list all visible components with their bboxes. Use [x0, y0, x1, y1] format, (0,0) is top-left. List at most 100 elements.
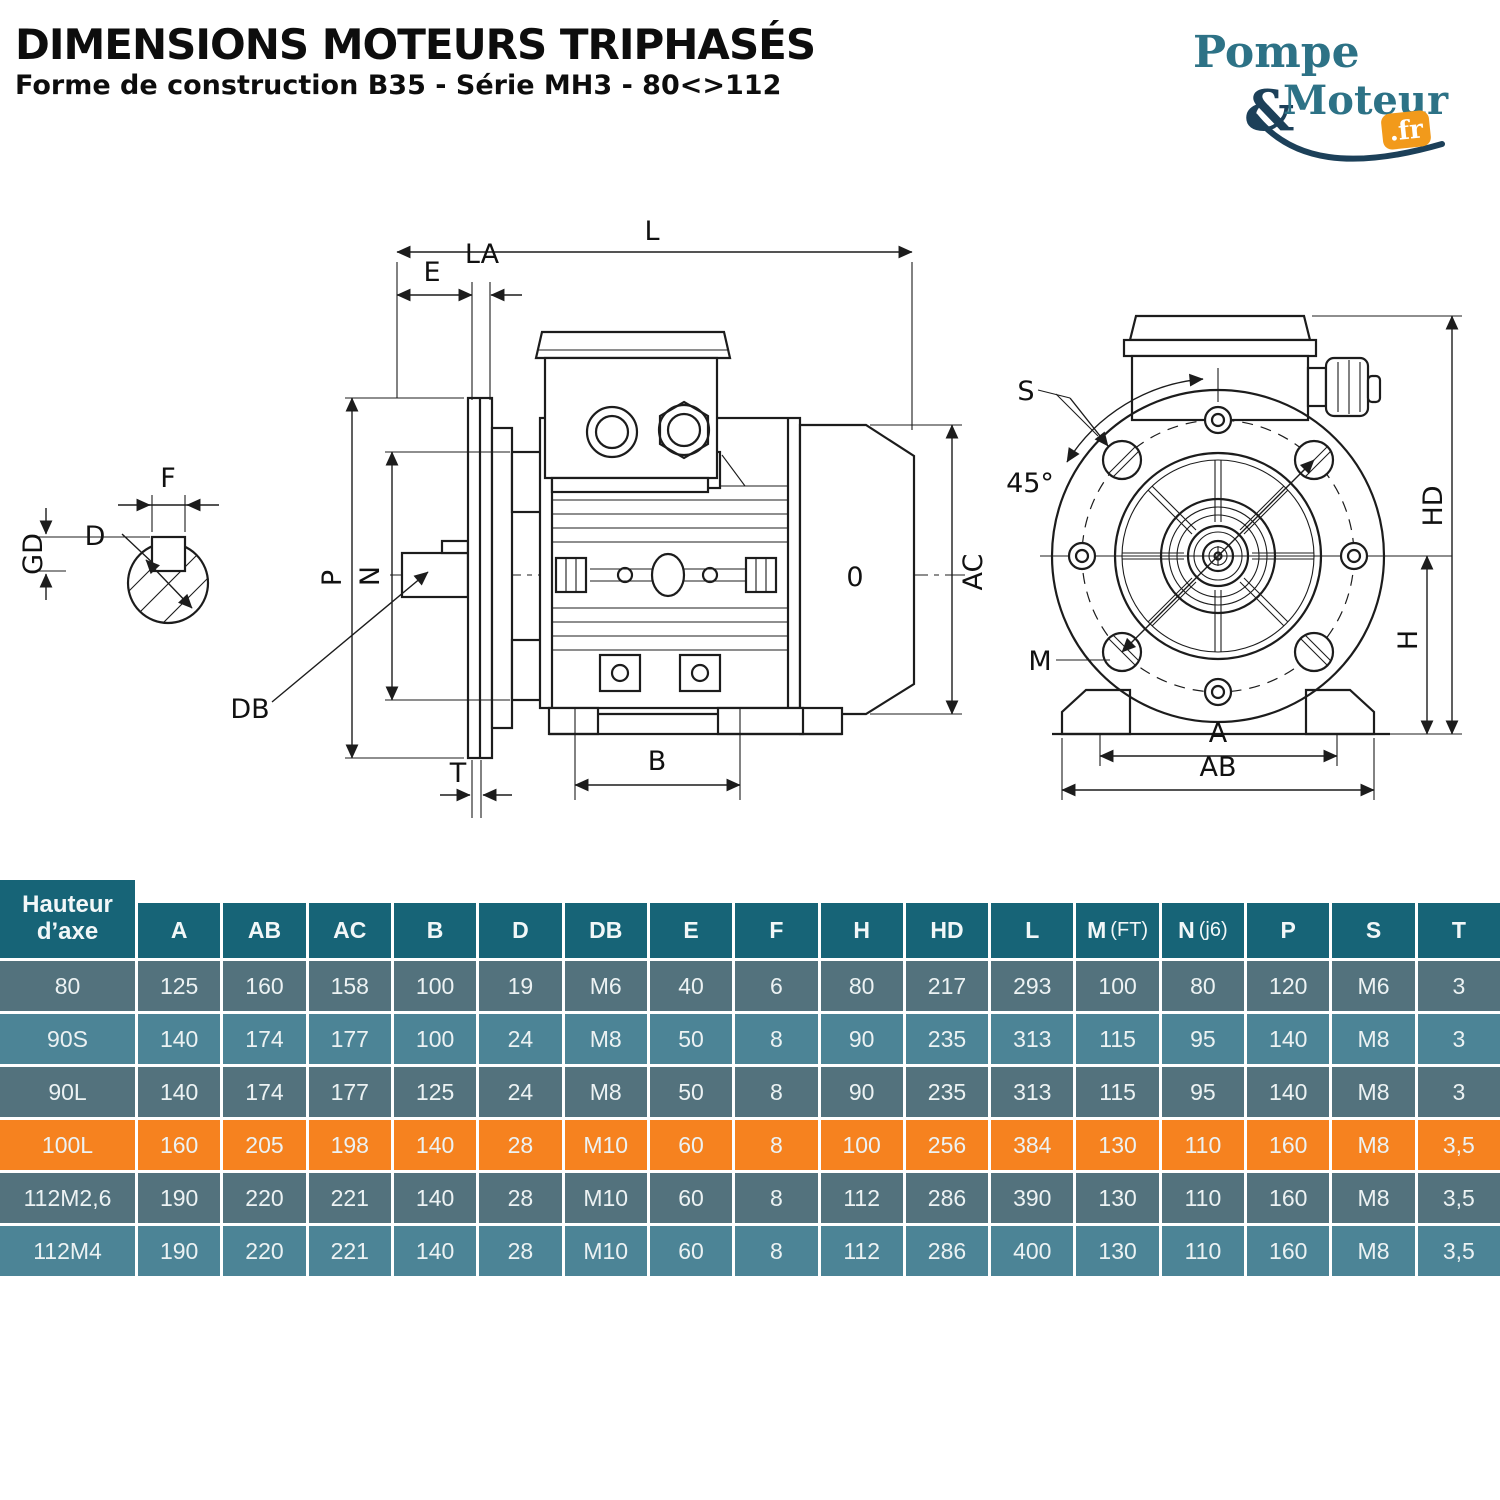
table-cell: 60	[649, 1226, 733, 1276]
feet-side	[547, 706, 842, 736]
table-cell: 60	[649, 1173, 733, 1223]
table-cell: 100	[393, 1014, 477, 1064]
table-cell: 115	[1076, 1014, 1159, 1064]
table-cell: 8	[735, 1067, 818, 1117]
table-cell: 174	[223, 1014, 306, 1064]
table-cell: 140	[1247, 1014, 1330, 1064]
table-cell: 160	[138, 1120, 221, 1170]
table-cell: 220	[223, 1173, 306, 1223]
column-header: HD	[905, 903, 989, 958]
table-cell: 177	[308, 1014, 391, 1064]
table-cell: 50	[649, 1067, 733, 1117]
table-cell: M8	[1332, 1173, 1415, 1223]
column-header: S	[1332, 903, 1415, 958]
table-cell: 140	[393, 1226, 477, 1276]
table-cell: 110	[1161, 1120, 1245, 1170]
table-cell: 3	[1417, 961, 1500, 1011]
table-cell: 130	[1076, 1120, 1159, 1170]
table-cell: 221	[308, 1226, 391, 1276]
logo-ampersand: &	[1244, 78, 1295, 144]
row-header: 112M2,6	[0, 1173, 135, 1223]
table-cell: 95	[1161, 1067, 1245, 1117]
dim-label-m: M	[1028, 646, 1051, 677]
table-cell: 120	[1247, 961, 1330, 1011]
dim-label-angle: 45°	[1006, 468, 1054, 499]
table-cell: 28	[479, 1173, 562, 1223]
table-cell: 40	[649, 961, 733, 1011]
dim-label-s: S	[1017, 376, 1034, 407]
page-subtitle: Forme de construction B35 - Série MH3 - …	[15, 70, 782, 101]
table-cell: 6	[735, 961, 818, 1011]
page-title: DIMENSIONS MOTEURS TRIPHASÉS	[15, 20, 816, 69]
dim-label-db: DB	[230, 694, 269, 725]
dim-label-la: LA	[465, 239, 500, 270]
table-cell: 140	[393, 1120, 477, 1170]
table-cell: M6	[1332, 961, 1415, 1011]
table-cell: 256	[905, 1120, 989, 1170]
table-cell: 125	[138, 961, 221, 1011]
table-cell: 50	[649, 1014, 733, 1064]
table-cell: 60	[649, 1120, 733, 1170]
corner-header: Hauteur d’axe	[0, 880, 135, 958]
table-cell: 112	[820, 1173, 903, 1223]
table-cell: 95	[1161, 1014, 1245, 1064]
table-cell: 19	[479, 961, 562, 1011]
table-cell: 112	[820, 1226, 903, 1276]
table-cell: 400	[991, 1226, 1074, 1276]
table-cell: 174	[223, 1067, 306, 1117]
table-cell: 198	[308, 1120, 391, 1170]
table-cell: 160	[1247, 1226, 1330, 1276]
table-cell: M8	[564, 1067, 647, 1117]
table-cell: 390	[991, 1173, 1074, 1223]
table-cell: M10	[564, 1226, 647, 1276]
table-cell: 28	[479, 1120, 562, 1170]
table-cell: 3,5	[1417, 1173, 1500, 1223]
row-header: 90S	[0, 1014, 135, 1064]
table-cell: 24	[479, 1014, 562, 1064]
table-cell: M8	[564, 1014, 647, 1064]
column-header: B	[393, 903, 477, 958]
table-cell: 384	[991, 1120, 1074, 1170]
feet-front	[1052, 688, 1390, 736]
table-cell: 8	[735, 1120, 818, 1170]
table-cell: 160	[1247, 1120, 1330, 1170]
table-cell: 80	[1161, 961, 1245, 1011]
dim-label-ac: AC	[958, 554, 989, 591]
table-cell: 90	[820, 1067, 903, 1117]
keyway	[150, 535, 187, 573]
column-header: E	[649, 903, 733, 958]
table-cell: M6	[564, 961, 647, 1011]
shaft-detail-drawing: F D GD	[18, 463, 219, 625]
table-cell: 80	[820, 961, 903, 1011]
table-cell: 125	[393, 1067, 477, 1117]
table-cell: 177	[308, 1067, 391, 1117]
column-header: M(FT)	[1076, 903, 1159, 958]
column-header: H	[820, 903, 903, 958]
column-header: AB	[223, 903, 306, 958]
table-cell: 313	[991, 1067, 1074, 1117]
column-header: F	[735, 903, 818, 958]
row-header: 100L	[0, 1120, 135, 1170]
table-cell: 115	[1076, 1067, 1159, 1117]
table-cell: 100	[820, 1120, 903, 1170]
table-cell: 110	[1161, 1226, 1245, 1276]
dim-label-b: B	[648, 746, 667, 777]
table-cell: 235	[905, 1067, 989, 1117]
table-cell: M10	[564, 1173, 647, 1223]
table-cell: 130	[1076, 1226, 1159, 1276]
dim-label-p: P	[317, 570, 348, 586]
table-cell: 3	[1417, 1067, 1500, 1117]
column-header: L	[991, 903, 1074, 958]
logo-tld: .fr	[1388, 114, 1425, 147]
column-header: N(j6)	[1161, 903, 1245, 958]
column-header: D	[479, 903, 562, 958]
drain-hole-mark: 0	[846, 562, 863, 593]
dim-label-ab: AB	[1200, 752, 1237, 783]
table-cell: 140	[393, 1173, 477, 1223]
dim-label-h: H	[1393, 630, 1424, 650]
table-cell: 286	[905, 1173, 989, 1223]
bolt-holes	[1067, 405, 1369, 707]
column-header: T	[1417, 903, 1500, 958]
